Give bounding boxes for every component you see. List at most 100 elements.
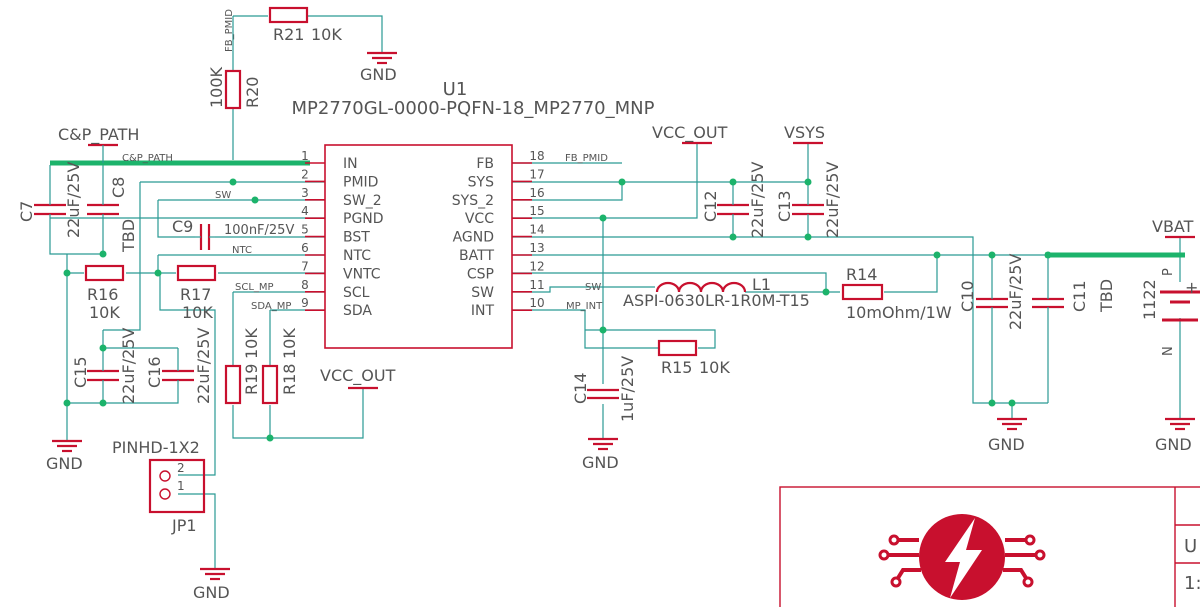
capacitor-c12[interactable]: C12 22uF/25V (701, 162, 767, 238)
ground-symbols: GND GND GND GND GND (46, 51, 1195, 602)
c7-value: 22uF/25V (64, 162, 83, 238)
ground-left: GND (46, 439, 83, 473)
chip-pin-number: 3 (301, 186, 309, 200)
power-vsys: VSYS (784, 123, 825, 142)
chip-pin-name: SW (471, 285, 494, 301)
resistor-r20[interactable]: 100K R20 (207, 66, 262, 110)
chip-pin-name: FB (476, 156, 494, 172)
resistor-r18[interactable]: R18 10K (261, 328, 299, 405)
capacitor-c10[interactable]: C10 22uF/25V (958, 254, 1025, 330)
c12-value: 22uF/25V (748, 162, 767, 238)
connector-jp1[interactable]: 2 1 PINHD-1X2 JP1 (112, 438, 206, 535)
ground-c10-label: GND (988, 435, 1025, 454)
r14-value: 10mOhm/1W (846, 303, 952, 322)
capacitor-c7[interactable]: C7 22uF/25V (17, 162, 83, 238)
r20-value: 100K (207, 66, 226, 108)
chip-part-number: MP2770GL-0000-PQFN-18_MP2770_MNP (292, 98, 655, 119)
c14-value: 1uF/25V (618, 356, 637, 422)
power-vcc-out-mid: VCC_OUT (320, 366, 396, 386)
r21-ref: R21 (273, 25, 304, 44)
chip-pin-number: 6 (301, 241, 309, 255)
chip-pin-name: VNTC (343, 266, 381, 282)
c15-ref: C15 (71, 356, 90, 388)
jp1-value: PINHD-1X2 (112, 438, 200, 457)
chip-pin-name: PMID (343, 174, 378, 190)
capacitor-c14[interactable]: C14 1uF/25V (571, 356, 637, 422)
c9-value: 100nF/25V (224, 223, 294, 238)
resistor-r19[interactable]: R19 10K (224, 328, 261, 405)
chip-pin-number: 13 (529, 241, 544, 255)
r14-ref: R14 (846, 265, 877, 284)
chip-pin-number: 16 (529, 186, 544, 200)
chip-pin-number: 1 (301, 149, 309, 163)
inductor-l1[interactable]: L1 ASPI-0630LR-1R0M-T15 (623, 275, 810, 310)
chip-pin-number: 11 (529, 278, 544, 292)
chip-pin-name: SYS (468, 174, 494, 190)
capacitor-c9[interactable]: C9 100nF/25V (172, 217, 294, 250)
r17-value: 10K (182, 303, 213, 322)
net-ntc: NTC (232, 245, 252, 256)
net-fb-pmid-vertical: FB_PMID (224, 9, 235, 52)
ground-c10: GND (988, 417, 1027, 454)
c8-value: TBD (119, 219, 138, 253)
resistor-r16[interactable]: R16 10K (84, 264, 125, 322)
ground-jp1: GND (193, 567, 230, 602)
capacitor-c16[interactable]: C16 22uF/25V (145, 328, 213, 404)
resistor-r17[interactable]: R17 10K (176, 264, 217, 322)
capacitor-c13[interactable]: C13 22uF/25V (775, 162, 842, 238)
resistor-r14[interactable]: R14 10mOhm/1W (841, 265, 952, 322)
battery-value: 1122 (1140, 279, 1159, 320)
chip-pin-number: 4 (301, 204, 309, 218)
battery[interactable]: + P N 1122 (1140, 268, 1200, 356)
chip-pin-name: SW_2 (343, 193, 382, 209)
c10-value: 22uF/25V (1006, 254, 1025, 330)
chip-pin-number: 18 (529, 149, 544, 163)
ground-top-label: GND (360, 65, 397, 84)
chip-pin-number: 10 (529, 296, 544, 310)
jp1-pin2: 2 (177, 461, 185, 475)
resistor-r21[interactable]: R21 10K (268, 6, 342, 44)
chip-pin-name: IN (343, 156, 358, 172)
chip-pin-name: SCL (343, 285, 370, 301)
ground-battery-label: GND (1155, 435, 1192, 454)
resistor-r15[interactable]: R15 10K (657, 339, 730, 377)
power-cp-path: C&P_PATH (58, 125, 139, 145)
chip-pin-number: 17 (529, 167, 544, 181)
chip-pin-name: BST (343, 230, 370, 246)
capacitor-c15[interactable]: C15 22uF/25V (71, 328, 138, 404)
r17-ref: R17 (180, 285, 211, 304)
chip-pin-name: VCC (465, 211, 494, 227)
chip-pin-number: 2 (301, 167, 309, 181)
jp1-pin1: 1 (177, 479, 185, 493)
chip-pin-number: 14 (529, 223, 544, 237)
c12-ref: C12 (701, 190, 720, 222)
ground-c14: GND (582, 437, 619, 472)
chip-pin-number: 9 (301, 296, 309, 310)
capacitor-c8[interactable]: C8 TBD (87, 177, 138, 253)
chip-pin-number: 8 (301, 278, 309, 292)
r18-value: 10K (280, 328, 299, 359)
r15-ref: R15 (661, 358, 692, 377)
r18-ref: R18 (280, 364, 299, 395)
net-scl-mp: SCL_MP (235, 282, 274, 293)
c15-value: 22uF/25V (119, 328, 138, 404)
power-buses (50, 160, 1185, 258)
chip-pin-name: AGND (453, 230, 494, 246)
l1-value: ASPI-0630LR-1R0M-T15 (623, 291, 810, 310)
r19-value: 10K (242, 328, 261, 359)
junctions (63, 178, 1052, 442)
title-cell-b: 1: (1184, 573, 1200, 594)
r15-value: 10K (699, 358, 730, 377)
lightning-logo-icon (878, 514, 1046, 600)
ground-top: GND (360, 51, 397, 84)
chip-pin-name: INT (471, 303, 495, 319)
battery-p: P (1161, 268, 1176, 276)
capacitor-c11[interactable]: C11 TBD (1032, 279, 1116, 316)
net-sw: SW (215, 190, 231, 201)
power-vbat: VBAT (1152, 217, 1194, 236)
l1-ref: L1 (752, 275, 771, 294)
c13-value: 22uF/25V (823, 162, 842, 238)
power-labels: C&P_PATH VCC_OUT VSYS VCC_OUT VBAT (58, 123, 1195, 390)
